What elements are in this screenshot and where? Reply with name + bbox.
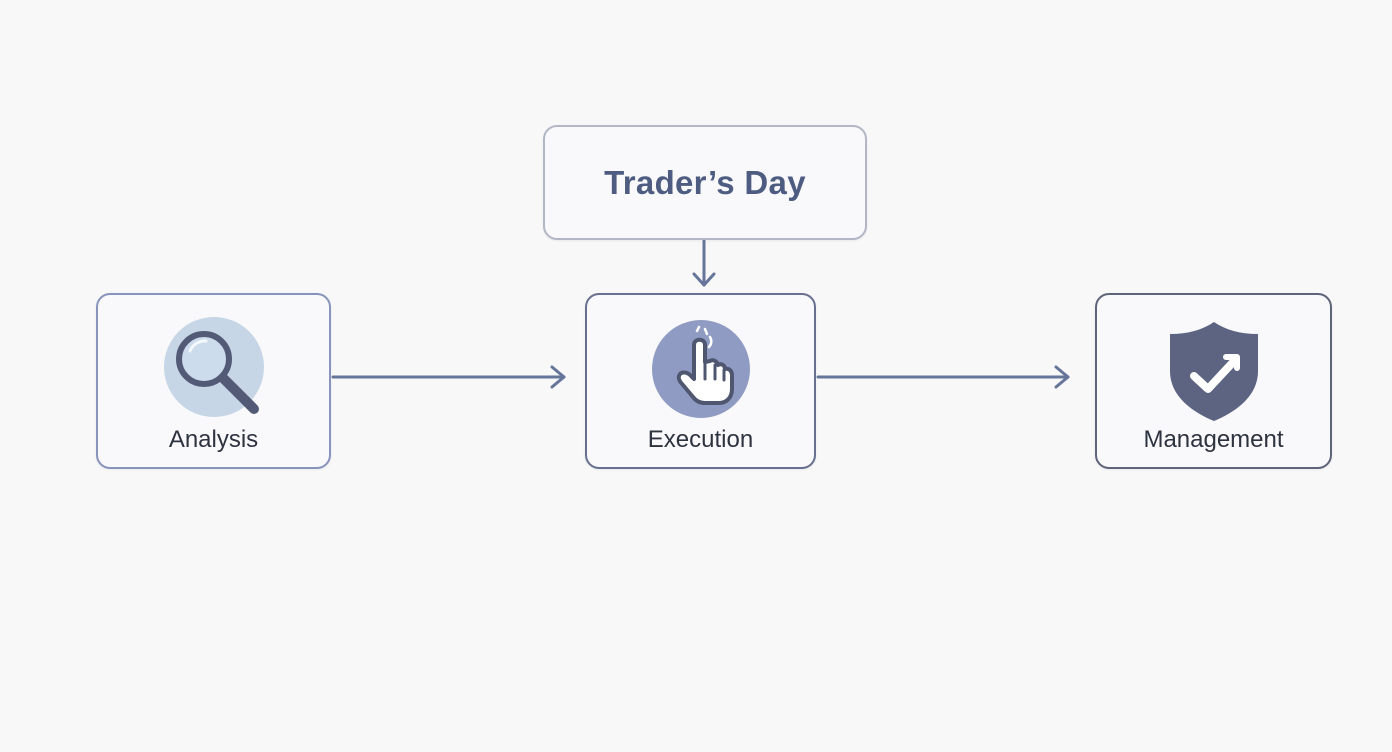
step-label-analysis: Analysis (168, 426, 259, 453)
step-management: Management (1095, 293, 1332, 469)
step-label-management: Management (1143, 426, 1284, 453)
analysis-to-execution-arrow (331, 365, 566, 389)
title-box: Trader’s Day (543, 125, 867, 240)
diagram-title: Trader’s Day (604, 163, 806, 201)
title-to-execution-arrow (692, 239, 716, 287)
step-analysis: Analysis (96, 293, 331, 469)
magnifying-glass-icon (162, 317, 266, 426)
shield-check-icon (1166, 319, 1262, 428)
execution-to-management-arrow (816, 365, 1070, 389)
step-label-execution: Execution (647, 426, 754, 453)
pointing-hand-icon (649, 317, 753, 426)
step-execution: Execution (585, 293, 816, 469)
